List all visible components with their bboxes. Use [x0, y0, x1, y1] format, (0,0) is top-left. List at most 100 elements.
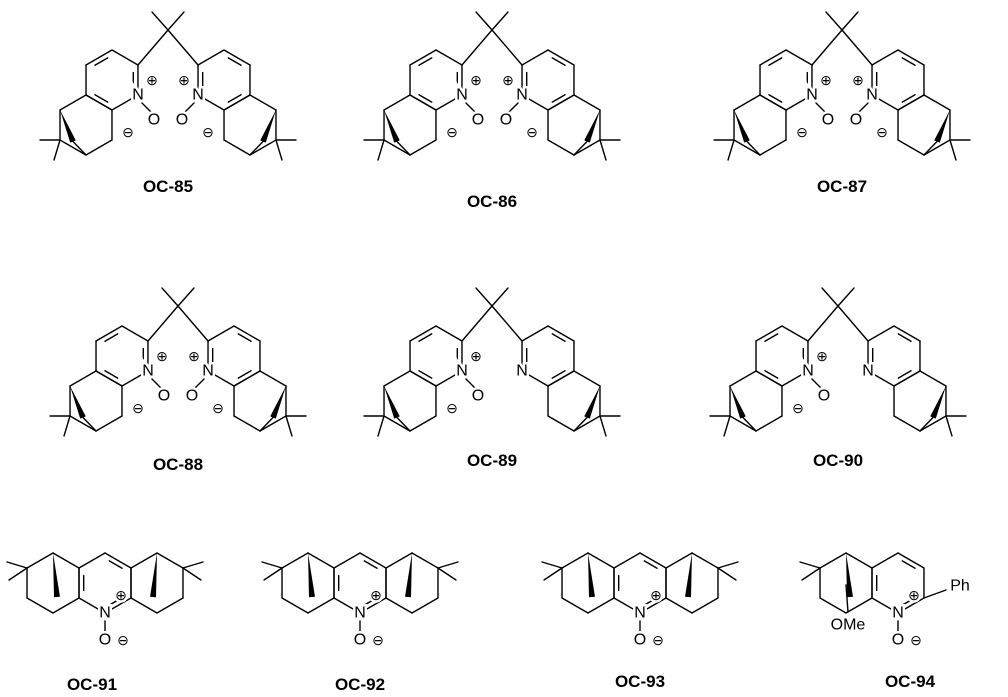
bond: [897, 49, 925, 66]
bond: [121, 370, 149, 387]
nitrogen-atom: N: [99, 605, 111, 622]
positive-charge: ⊕: [146, 72, 158, 88]
wedge-bond: [150, 553, 157, 598]
bond: [755, 325, 783, 342]
bond: [237, 333, 252, 342]
bond: [901, 560, 916, 569]
oxygen-atom: O: [500, 112, 512, 129]
oxygen-atom: O: [822, 112, 834, 129]
bond: [261, 561, 283, 569]
negative-charge: ⊖: [792, 400, 804, 416]
bond: [547, 370, 575, 387]
bond: [521, 370, 549, 387]
wedge-bond: [846, 553, 853, 598]
bond: [418, 94, 433, 103]
bond: [130, 597, 158, 614]
bond: [717, 561, 739, 569]
bond: [437, 561, 459, 569]
nitrogen-atom: N: [516, 363, 528, 380]
bond: [901, 94, 916, 103]
bond: [923, 140, 938, 156]
bond: [227, 57, 242, 66]
bond: [746, 140, 761, 156]
methoxy-group: OMe: [831, 617, 866, 634]
bond: [491, 305, 523, 342]
bond: [547, 49, 575, 66]
bond: [275, 139, 283, 161]
bond: [819, 552, 847, 569]
negative-charge: ⊖: [446, 400, 458, 416]
bond: [491, 29, 523, 66]
wedge-bond: [270, 386, 286, 419]
bond: [643, 597, 658, 606]
bond: [837, 287, 855, 307]
bond: [825, 11, 843, 31]
positive-charge: ⊕: [470, 72, 482, 88]
bond: [104, 333, 119, 342]
oxygen-atom: O: [892, 632, 904, 649]
bond: [137, 29, 169, 66]
bond: [521, 94, 549, 111]
bond: [781, 370, 809, 387]
negative-charge: ⊖: [796, 124, 808, 140]
bond: [923, 139, 951, 156]
bond: [197, 49, 225, 66]
bond: [104, 370, 119, 379]
bond: [237, 370, 252, 379]
bond: [547, 94, 575, 111]
compound-label-oc92: OC-92: [334, 675, 386, 694]
bond: [799, 561, 821, 569]
bond: [587, 552, 615, 569]
bond: [573, 139, 601, 156]
bond: [897, 597, 925, 614]
bond: [285, 415, 293, 437]
bond: [259, 415, 287, 432]
bond: [465, 378, 476, 389]
nitrogen-atom: N: [202, 363, 214, 380]
bond: [177, 305, 209, 342]
negative-charge: ⊖: [910, 632, 922, 648]
bond: [359, 597, 387, 614]
bond: [543, 567, 563, 581]
bond: [665, 597, 693, 614]
bond: [919, 370, 947, 387]
bond: [233, 325, 261, 342]
nitrogen-atom: N: [892, 605, 904, 622]
bond: [461, 305, 493, 342]
bond: [147, 305, 179, 342]
oxygen-atom: O: [818, 388, 830, 405]
bond: [573, 370, 601, 387]
negative-charge: ⊖: [652, 632, 664, 648]
bond: [919, 416, 934, 432]
bond: [385, 552, 413, 569]
wedge-bond: [934, 110, 950, 143]
bond: [396, 140, 411, 156]
compound-label-oc86: OC-86: [466, 192, 518, 211]
compound-label-oc87: OC-87: [816, 177, 868, 196]
bond: [418, 333, 433, 342]
oxygen-atom: O: [850, 112, 862, 129]
bond: [130, 552, 158, 569]
bond: [845, 552, 873, 569]
bond: [409, 325, 437, 342]
nitrogen-atom: N: [456, 363, 468, 380]
bond: [363, 597, 378, 606]
negative-charge: ⊖: [122, 124, 134, 140]
negative-charge: ⊖: [372, 632, 384, 648]
bond: [249, 140, 264, 156]
positive-charge: ⊕: [156, 348, 168, 364]
wedge-bond: [70, 386, 86, 419]
bond: [755, 415, 783, 432]
bond: [893, 325, 921, 342]
bond: [729, 370, 757, 387]
bond: [475, 287, 493, 307]
bond: [901, 57, 916, 66]
positive-charge: ⊕: [816, 348, 828, 364]
bond: [768, 57, 783, 66]
bond: [197, 94, 225, 111]
bond: [85, 49, 113, 66]
bond: [949, 139, 957, 161]
bond: [561, 597, 589, 614]
bond: [547, 139, 575, 156]
bond: [811, 29, 843, 66]
